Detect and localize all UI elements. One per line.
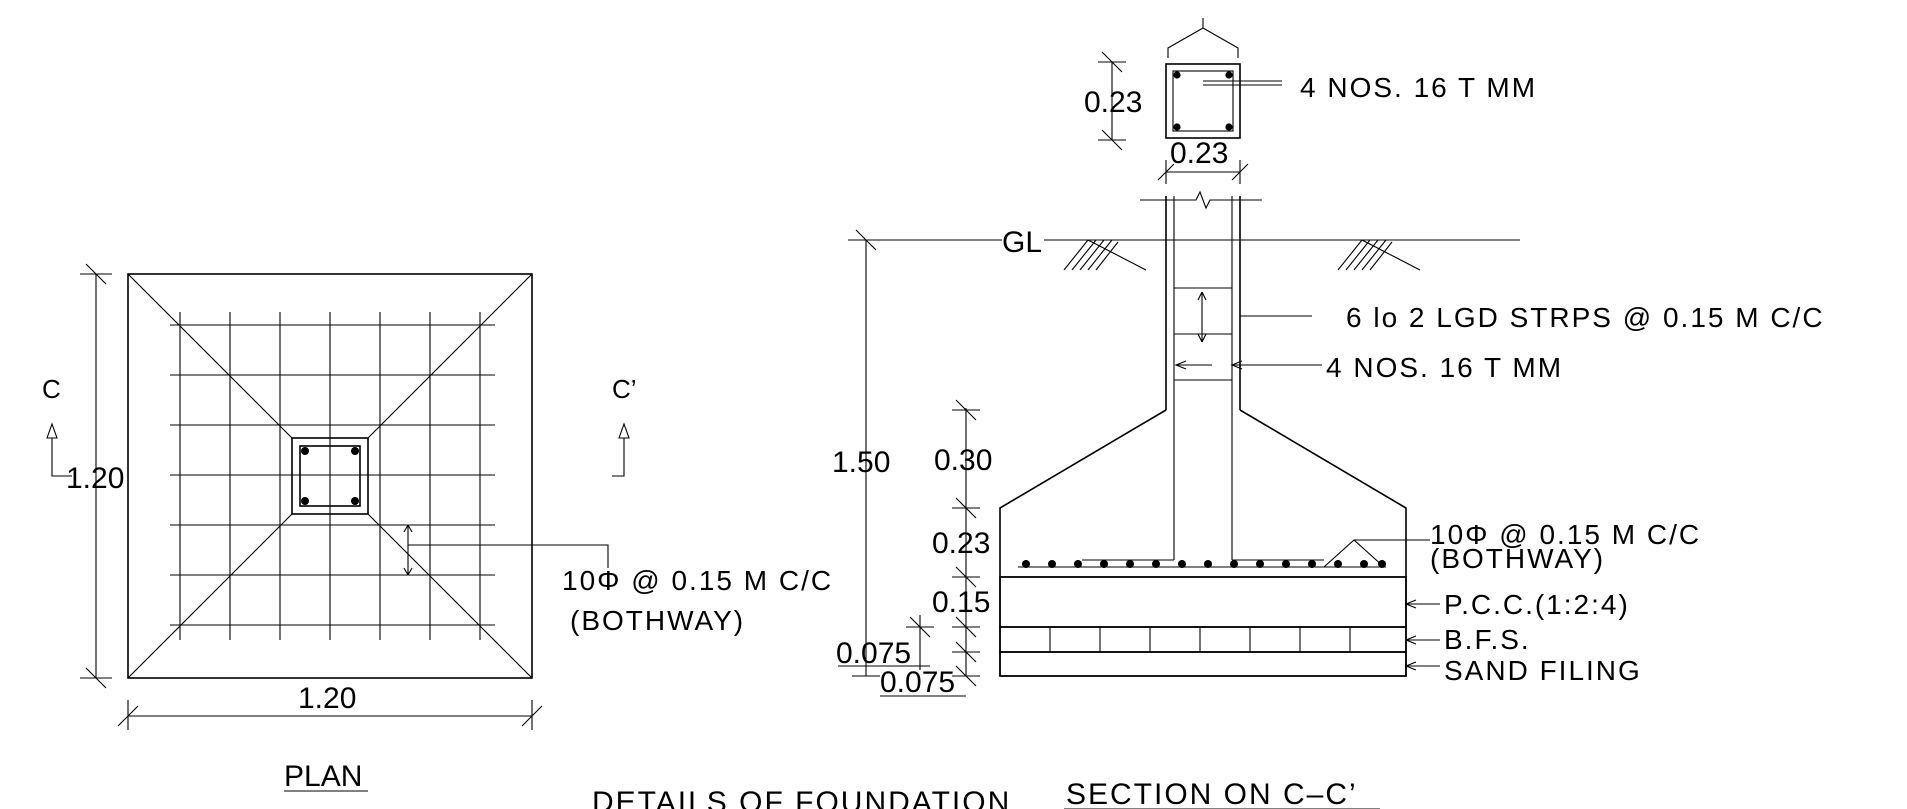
section-title: SECTION ON C–C’ bbox=[1066, 778, 1358, 809]
column-bars-label: 4 NOS. 16 T MM bbox=[1300, 72, 1537, 103]
section-mark-left: C bbox=[42, 374, 61, 404]
column-section-detail bbox=[1098, 18, 1282, 184]
footing-slope-diagonals bbox=[127, 273, 533, 679]
sand-thickness-dim: 0.075 bbox=[880, 666, 955, 699]
plan-rebar-note: (BOTHWAY) bbox=[570, 605, 745, 636]
section-mark-right: C’ bbox=[612, 374, 637, 404]
ground-line bbox=[848, 239, 1520, 271]
rebar-mesh bbox=[170, 312, 495, 640]
section-arrow-left bbox=[46, 422, 72, 477]
section-arrow-right bbox=[612, 422, 630, 477]
plan-view: 10Φ @ 0.15 M C/C (BOTHWAY) 1.20 1.20 C bbox=[42, 263, 833, 793]
sand-filling-layer bbox=[999, 651, 1407, 677]
drawing-caption: DETAILS OF FOUNDATION bbox=[592, 786, 1011, 809]
slope-height-dim: 0.30 bbox=[934, 444, 992, 477]
column-pedestal bbox=[291, 437, 369, 515]
sand-layer-label: SAND FILING bbox=[1444, 655, 1642, 686]
ground-level-label: GL bbox=[1002, 226, 1042, 259]
pcc-layer-label: P.C.C.(1:2:4) bbox=[1444, 589, 1630, 620]
bfs-thickness-dim: 0.075 bbox=[836, 637, 911, 670]
vertical-bars-label: 4 NOS. 16 T MM bbox=[1326, 352, 1563, 383]
stirrups-label: 6 lo 2 LGD STRPS @ 0.15 M C/C bbox=[1346, 302, 1825, 333]
rebar-spacing-marker bbox=[403, 524, 609, 576]
depth-total-dimension bbox=[852, 229, 880, 677]
plan-horizontal-dimension bbox=[117, 700, 543, 730]
plan-width-dim: 1.20 bbox=[298, 682, 356, 715]
footing-rebar-note: (BOTHWAY) bbox=[1430, 543, 1605, 574]
section-view: 0.23 0.23 4 NOS. 16 T MM GL bbox=[832, 18, 1825, 809]
bfs-layer-label: B.F.S. bbox=[1444, 624, 1531, 655]
footing-rebar-label: 10Φ @ 0.15 M C/C bbox=[1430, 519, 1701, 550]
footing-bottom-bars bbox=[1018, 539, 1430, 568]
column-depth-dim: 0.23 bbox=[1084, 86, 1142, 119]
column-bars-plan bbox=[301, 447, 359, 505]
plan-height-dim: 1.20 bbox=[66, 462, 124, 495]
footing-outline bbox=[127, 273, 533, 679]
base-height-dim: 0.23 bbox=[932, 527, 990, 560]
column-outline bbox=[299, 445, 361, 507]
footing-section-outline bbox=[999, 409, 1407, 677]
pcc-layer bbox=[999, 576, 1407, 628]
depth-total-dim: 1.50 bbox=[832, 446, 890, 479]
stacked-dimensions bbox=[838, 399, 980, 697]
column-shaft bbox=[1082, 196, 1324, 561]
plan-rebar-label: 10Φ @ 0.15 M C/C bbox=[562, 565, 833, 596]
column-break-line bbox=[1140, 190, 1262, 210]
pcc-thickness-dim: 0.15 bbox=[932, 586, 990, 619]
plan-title: PLAN bbox=[284, 760, 362, 793]
column-width-dim: 0.23 bbox=[1170, 137, 1228, 170]
section-leaders bbox=[1174, 291, 1440, 671]
plan-vertical-dimension bbox=[80, 263, 112, 689]
bfs-layer bbox=[999, 626, 1407, 653]
